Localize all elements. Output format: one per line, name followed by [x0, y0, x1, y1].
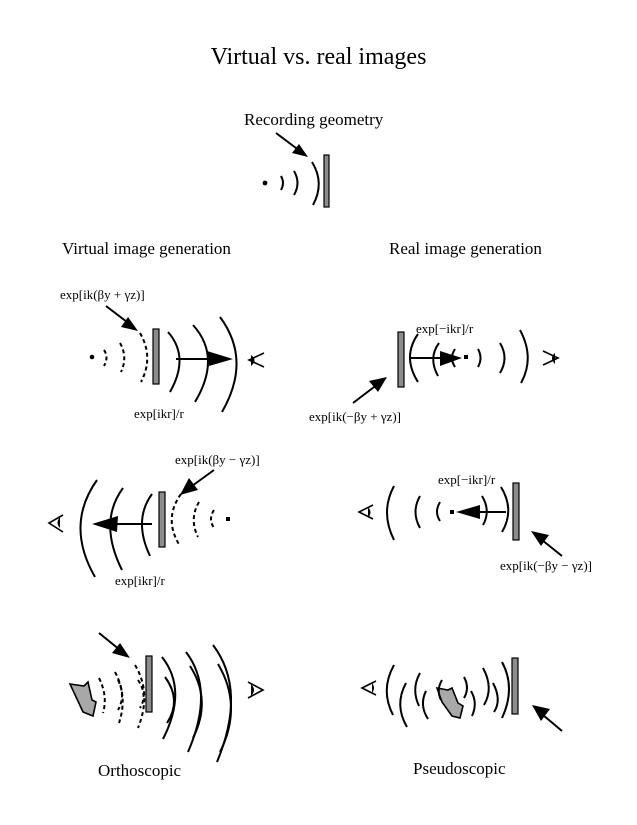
reference-beam-arrow — [541, 539, 563, 557]
real-panel-2 — [357, 482, 563, 557]
dashed-wavefront — [139, 332, 149, 383]
point-source — [89, 354, 95, 360]
orthoscopic-caption: Orthoscopic — [98, 761, 182, 780]
arrowhead — [369, 377, 387, 392]
dashed-wavefront — [210, 509, 215, 529]
arrowhead — [112, 643, 130, 658]
dashed-wavefront — [137, 679, 145, 709]
arrowhead — [456, 505, 480, 519]
virtual-panel-1 — [89, 305, 265, 413]
page-title: Virtual vs. real images — [210, 44, 427, 70]
diverging-wavefront — [386, 485, 395, 541]
diverging-wavefront — [477, 348, 482, 368]
reference-beam-arrow — [98, 632, 121, 651]
hologram-plate — [512, 482, 520, 541]
dashed-wavefront — [170, 493, 182, 547]
hologram-plate — [145, 655, 153, 713]
eye-icon — [542, 350, 560, 366]
virtual-1-wave-label: exp[ikr]/r — [134, 406, 184, 421]
reference-beam-arrow — [542, 714, 563, 732]
virtual-2-reference-label: exp[ik(βy − γz)] — [175, 452, 260, 467]
wavefront — [192, 324, 209, 403]
dashed-wavefront — [192, 501, 200, 538]
point-source — [262, 180, 268, 186]
wavefront — [219, 316, 238, 413]
point-source — [226, 517, 230, 521]
arrowhead — [207, 351, 233, 366]
dashed-wavefront — [103, 349, 108, 367]
arrowhead — [531, 531, 549, 546]
recording-geometry-label: Recording geometry — [244, 110, 384, 129]
hologram-plate — [152, 328, 160, 385]
hologram-plate — [158, 491, 166, 548]
eye-icon — [47, 514, 64, 533]
real-image-point — [464, 355, 468, 359]
wavefront — [422, 690, 429, 720]
eye-icon — [247, 352, 265, 368]
arrowhead — [180, 478, 198, 495]
recording-geometry-figure — [262, 132, 330, 208]
orthoscopic-panel — [68, 632, 265, 763]
arrowhead — [292, 144, 308, 157]
arrowhead — [440, 351, 462, 366]
wavefront — [212, 644, 232, 763]
real-1-wave-label: exp[−ikr]/r — [416, 321, 474, 336]
wavefront — [293, 170, 299, 196]
diverging-wavefront — [499, 342, 506, 374]
object-shape — [68, 680, 97, 718]
virtual-panel-2 — [47, 469, 230, 578]
arrowhead — [532, 705, 550, 721]
dashed-wavefront — [117, 679, 123, 711]
real-1-reference-label: exp[ik(−βy + γz)] — [309, 409, 401, 424]
wavefront — [280, 175, 284, 191]
wavefront — [414, 672, 421, 707]
pseudoscopic-caption: Pseudoscopic — [413, 759, 506, 778]
diverging-wavefront — [436, 501, 441, 522]
wavefront — [482, 667, 490, 706]
eye-icon — [247, 681, 265, 699]
hologram-plate — [511, 657, 519, 715]
wavefront — [492, 682, 499, 713]
wavefront — [79, 479, 98, 578]
arrowhead — [121, 317, 138, 331]
wavefront — [399, 682, 408, 728]
converging-wavefront — [409, 333, 419, 383]
converging-wavefront — [500, 486, 510, 533]
dashed-wavefront — [119, 342, 126, 373]
wavefront — [141, 493, 153, 557]
wavefront — [501, 661, 510, 719]
wavefront — [161, 656, 177, 740]
converging-wavefront — [481, 495, 488, 526]
reference-beam-arrow — [191, 469, 215, 487]
eye-icon — [357, 504, 374, 520]
wavefront — [217, 663, 232, 753]
wavefront — [463, 676, 468, 699]
converging-wavefront — [432, 342, 440, 377]
real-2-reference-label: exp[ik(−βy − γz)] — [500, 558, 592, 573]
wavefront — [189, 665, 203, 739]
real-image-heading: Real image generation — [389, 239, 542, 258]
reference-beam-arrow — [352, 383, 379, 404]
diverging-wavefront — [519, 329, 529, 384]
wavefront — [437, 679, 443, 701]
wavefront — [311, 161, 320, 206]
wavefront — [470, 690, 476, 717]
hologram-plate — [397, 331, 405, 388]
dashed-wavefront — [98, 677, 106, 714]
wavefront — [164, 676, 175, 724]
wavefront — [385, 664, 395, 716]
virtual-2-wave-label: exp[ikr]/r — [115, 573, 165, 588]
real-panel-1 — [352, 329, 560, 404]
virtual-image-heading: Virtual image generation — [62, 239, 231, 258]
real-image-point — [450, 510, 454, 514]
real-2-wave-label: exp[−ikr]/r — [438, 472, 496, 487]
wavefront — [167, 331, 181, 393]
pseudoscopic-panel — [360, 657, 563, 732]
virtual-1-reference-label: exp[ik(βy + γz)] — [60, 287, 145, 302]
diverging-wavefront — [414, 495, 421, 529]
arrowhead — [92, 516, 118, 532]
object-shape — [435, 686, 464, 719]
eye-icon — [360, 680, 377, 696]
hologram-plate — [323, 154, 330, 208]
